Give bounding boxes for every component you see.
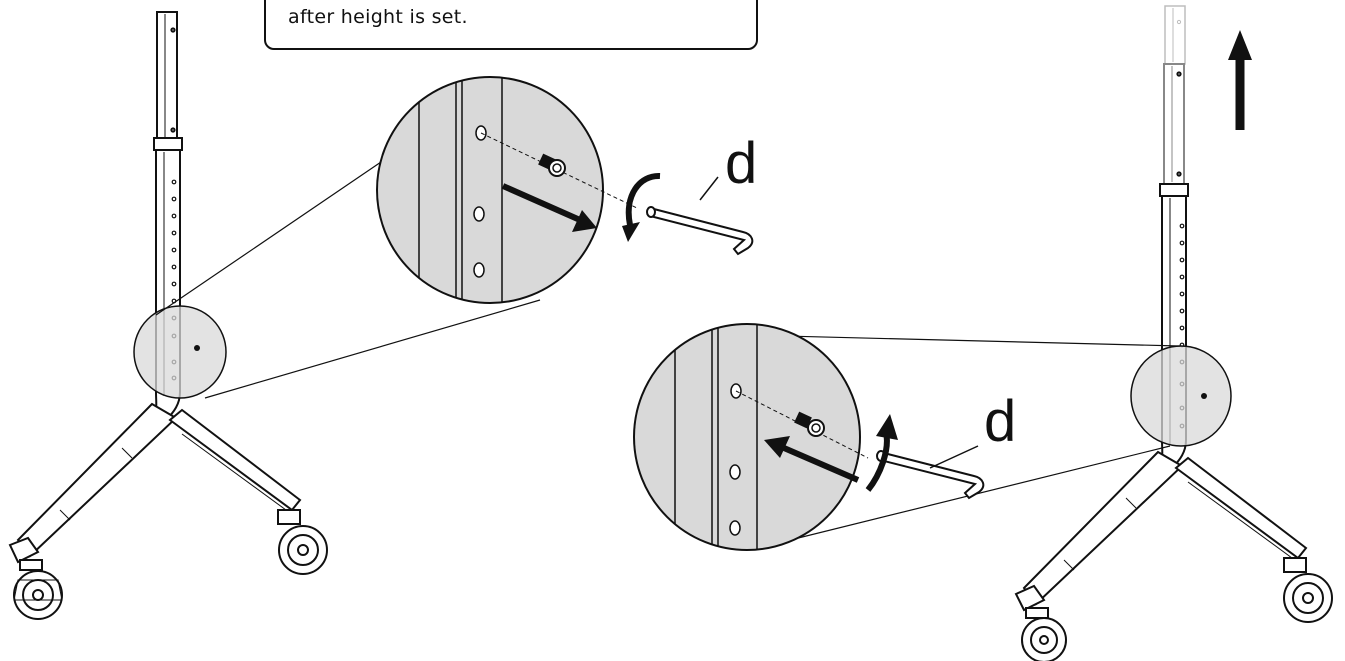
caster-wheel-icon — [277, 509, 328, 575]
left-detail-marker — [133, 161, 541, 399]
right-stand — [1014, 5, 1333, 661]
hex-key-icon — [876, 445, 985, 500]
caster-wheel-icon — [1021, 607, 1067, 661]
instruction-note-text: after height is set. — [288, 6, 468, 28]
left-callout-label: d — [725, 131, 758, 196]
right-callout-label: d — [984, 389, 1017, 454]
bolt-icon — [538, 153, 566, 177]
direction-arrow-icon — [501, 183, 597, 232]
direction-arrow-icon — [764, 436, 860, 483]
rotation-arrow-icon — [865, 414, 898, 492]
hex-key-icon — [646, 176, 754, 256]
rotation-arrow-icon — [622, 173, 661, 242]
caster-wheel-icon — [1283, 557, 1333, 623]
bolt-icon — [794, 411, 825, 437]
left-zoom-detail — [376, 76, 638, 304]
instruction-note: after height is set. — [264, 0, 758, 50]
caster-wheel-icon — [13, 559, 63, 620]
right-zoom-detail — [633, 323, 869, 551]
direction-arrow-icon — [1228, 30, 1252, 130]
